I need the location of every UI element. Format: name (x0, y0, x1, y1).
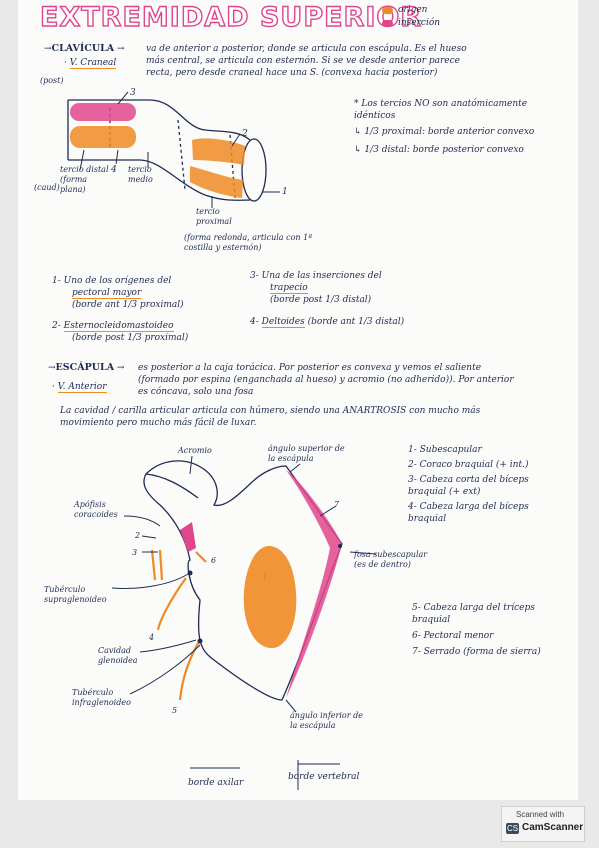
supraglenoid-dot (187, 570, 193, 576)
scap-list-2: 2- Coraco braquial (+ int.) (408, 460, 529, 470)
note-3: ↳ 1/3 distal: borde posterior convexo (354, 145, 524, 155)
clav-num-1: 1 (282, 187, 288, 197)
clav-num-3: 3 (130, 88, 136, 98)
label-tuberculo-supraglenoideo: Tubérculo supraglenoideo (44, 585, 107, 604)
scapula-list-top: 1- Subescapular 2- Coraco braquial (+ in… (408, 444, 568, 525)
scap-list-3: 3- Cabeza corta del bíceps braquial (+ e… (408, 475, 529, 497)
clav-insercion-trapecio (70, 103, 136, 121)
escapula-heading-row: →ESCÁPULA → (48, 362, 125, 373)
scap-num-7: 7 (334, 500, 340, 509)
scap-pointers (111, 455, 377, 790)
page-title: EXTREMIDAD SUPERIOR (39, 1, 423, 33)
clavicula-line-1: va de anterior a posterior, donde se art… (146, 44, 467, 54)
label-tercio-proximal: tercio proximal (196, 207, 232, 226)
clav-item-3: 3- Una de las inserciones del trapecio (… (250, 271, 382, 305)
escapula-heading: ESCÁPULA (55, 362, 115, 373)
clav-item-1: 1- Uno de los orígenes del pectoral mayo… (52, 276, 184, 310)
scap-num-6: 6 (211, 556, 217, 565)
camscanner-logo-icon: CS (506, 823, 519, 834)
clav-item-2: 2- Esternocleidomastoideo (borde post 1/… (52, 321, 189, 343)
scap-num-4: 4 (149, 633, 155, 642)
angle-dot (338, 544, 342, 548)
legend-insercion: inserción (398, 18, 441, 28)
escapula-line-3: es cóncava, solo una fosa (138, 387, 254, 397)
origen-swatch (382, 7, 393, 14)
clavicle-drawing (67, 99, 267, 202)
scap-num-3: 3 (132, 548, 138, 557)
scap-insercion-pectoral-menor (180, 522, 196, 552)
label-fosa-subescapular: fosa subescapular (es de dentro) (354, 550, 428, 569)
label-post: (post) (40, 76, 64, 85)
clavicula-text: va de anterior a posterior, donde se art… (146, 43, 566, 79)
label-borde-axilar: borde axilar (188, 778, 244, 788)
scap-insercion-serrato (286, 470, 342, 698)
label-angulo-superior: ángulo superior de la escápula (268, 444, 345, 463)
camscanner-badge: Scanned with CS CamScanner (501, 806, 585, 842)
label-apofisis-coracoides: Apófisis coracoides (74, 500, 118, 519)
note-1: * Los tercios NO son anatómicamente idén… (354, 99, 528, 121)
clav-origen-deltoides (70, 126, 136, 148)
camscanner-brand: CamScanner (522, 822, 584, 833)
note-2: ↳ 1/3 proximal: borde anterior convexo (354, 127, 535, 137)
clavicula-heading: CLAVÍCULA (51, 43, 115, 54)
clavicula-notes: * Los tercios NO son anatómicamente idén… (354, 98, 564, 156)
infraglenoid-dot (197, 638, 203, 644)
clav-origen-pectoral (190, 166, 243, 198)
scapula-list-bottom: 5- Cabeza larga del tríceps braquial 6- … (412, 602, 562, 658)
label-tercio-medio: tercio medio (128, 165, 153, 184)
clavicula-line-2: más central, se articula con esternón. S… (146, 56, 461, 66)
escapula-paragraph: La cavidad / carilla articular articula … (60, 405, 570, 429)
scanned-with-text: Scanned with (516, 810, 565, 819)
label-forma-redonda: (forma redonda, articula con 1ª costilla… (184, 233, 312, 252)
escapula-text: es posterior a la caja torácica. Por pos… (138, 362, 568, 398)
scap-origin-arrows (150, 549, 207, 701)
clav-origen-ecm (192, 138, 245, 165)
scap-list-5: 5- Cabeza larga del tríceps braquial (412, 603, 535, 625)
clav-item-4: 4- Deltoides (borde ant 1/3 distal) (250, 317, 405, 328)
clavicula-line-3: recta, pero desde craneal hace una S. (c… (146, 68, 438, 78)
label-cavidad-glenoidea: Cavidad glenoidea (98, 646, 138, 665)
label-tercio-distal: tercio distal (forma plana) (60, 165, 109, 194)
label-tuberculo-infraglenoideo: Tubérculo infraglenoideo (72, 688, 131, 707)
clavicula-heading-row: →CLAVÍCULA → (44, 43, 125, 54)
escapula-line-5: movimiento pero mucho más fácil de luxar… (60, 418, 257, 428)
scap-list-6: 6- Pectoral menor (412, 631, 494, 641)
clav-num-2: 2 (242, 129, 248, 139)
escapula-line-1: es posterior a la caja torácica. Por pos… (138, 363, 482, 373)
scap-list-1: 1- Subescapular (408, 445, 482, 455)
label-caud: (caud) (34, 183, 60, 192)
insercion-swatch (382, 20, 393, 27)
label-acromio: Acromio (178, 446, 212, 455)
scap-num-2: 2 (135, 531, 141, 540)
escapula-line-2: (formado por espina (enganchada al hueso… (138, 375, 514, 385)
scap-list-4: 4- Cabeza larga del bíceps braquial (408, 502, 529, 524)
clavicula-vista: · V. Craneal (64, 58, 117, 69)
scap-list-7: 7- Serrado (forma de sierra) (412, 647, 541, 657)
label-borde-vertebral: borde vertebral (288, 772, 360, 782)
escapula-line-4: La cavidad / carilla articular articula … (60, 406, 481, 416)
scap-num-5: 5 (172, 706, 178, 715)
label-angulo-inferior: ángulo inferior de la escápula (290, 711, 363, 730)
scap-origen-subescapular (243, 545, 297, 649)
clav-pointers (79, 91, 280, 208)
clav-num-4: 4 (111, 165, 117, 175)
escapula-vista: · V. Anterior (52, 382, 107, 393)
legend-origen: origen (398, 5, 428, 15)
legend: origen inserción (382, 4, 440, 30)
